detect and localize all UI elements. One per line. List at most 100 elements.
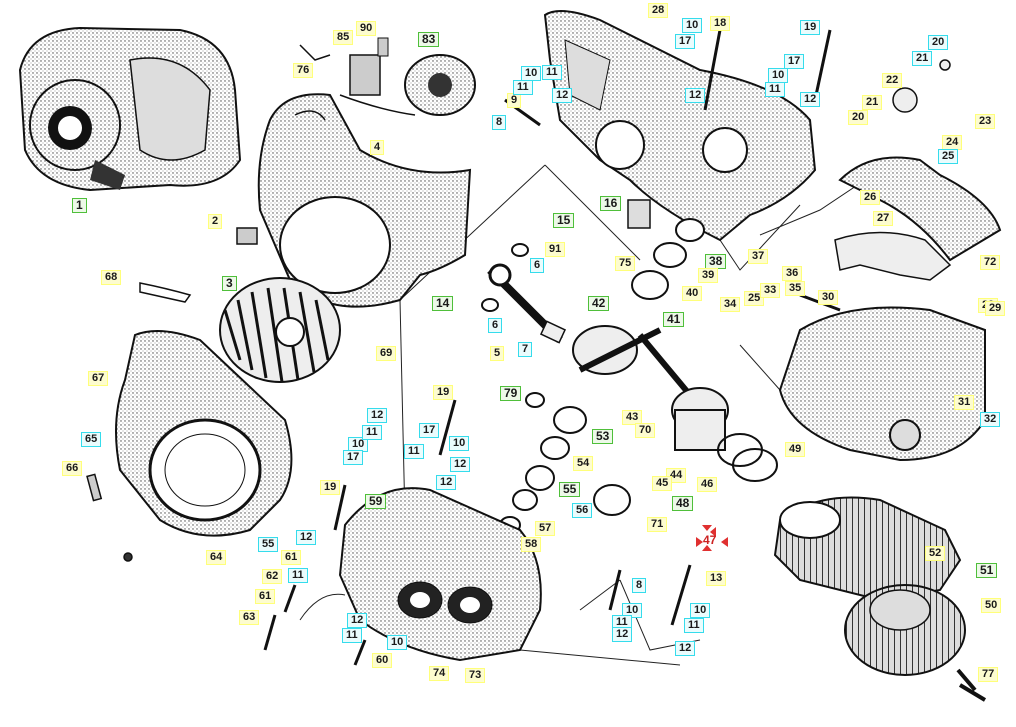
part-label-11: 11 (612, 615, 632, 630)
part-label-12: 12 (367, 408, 388, 423)
part-label-10: 10 (387, 635, 408, 650)
part-label-8: 8 (632, 578, 647, 593)
part-label-16: 16 (600, 196, 622, 211)
part-label-41: 41 (663, 312, 685, 327)
part-label-12: 12 (347, 613, 368, 628)
part-label-39: 39 (698, 268, 719, 283)
upper-crankcase (543, 10, 817, 242)
part-label-24: 24 (942, 135, 963, 150)
cylinder-head (844, 584, 977, 692)
part-label-9: 9 (507, 93, 522, 108)
part-label-22: 22 (882, 73, 903, 88)
ignition-parts (299, 37, 476, 116)
part-label-11: 11 (684, 618, 704, 633)
part-label-62: 62 (262, 569, 283, 584)
part-label-11: 11 (513, 80, 533, 95)
part-label-10: 10 (348, 437, 369, 452)
small-parts (86, 59, 987, 702)
part-label-74: 74 (429, 666, 450, 681)
part-label-11: 11 (765, 82, 785, 97)
part-label-69: 69 (376, 346, 397, 361)
part-label-55: 55 (559, 482, 581, 497)
part-label-45: 45 (652, 476, 673, 491)
part-label-38: 38 (705, 254, 727, 269)
part-label-10: 10 (768, 68, 789, 83)
part-label-75: 75 (615, 256, 636, 271)
part-label-55: 55 (258, 537, 279, 552)
position-marker (696, 525, 728, 551)
part-label-10: 10 (622, 603, 643, 618)
flywheel (219, 277, 341, 383)
cylinder (773, 496, 962, 602)
part-label-19: 19 (320, 480, 341, 495)
part-label-13: 13 (706, 571, 727, 586)
part-label-1: 1 (72, 198, 87, 213)
part-label-6: 6 (530, 258, 545, 273)
part-label-29: 29 (985, 301, 1006, 316)
part-label-19: 19 (800, 20, 821, 35)
part-label-20: 20 (928, 35, 949, 50)
part-label-49: 49 (785, 442, 806, 457)
part-label-12: 12 (296, 530, 317, 545)
part-label-85: 85 (333, 30, 354, 45)
part-label-17: 17 (675, 34, 696, 49)
part-label-53: 53 (592, 429, 614, 444)
part-label-23: 23 (975, 114, 996, 129)
part-label-26: 26 (860, 190, 881, 205)
part-label-32: 32 (980, 412, 1001, 427)
part-label-14: 14 (432, 296, 454, 311)
part-label-60: 60 (372, 653, 393, 668)
assembled-engine-illustration (18, 26, 242, 192)
part-label-43: 43 (622, 410, 643, 425)
part-label-25: 25 (938, 149, 959, 164)
part-label-17: 17 (419, 423, 440, 438)
part-label-58: 58 (521, 537, 542, 552)
part-label-36: 36 (782, 266, 803, 281)
part-label-68: 68 (101, 270, 122, 285)
part-label-7: 7 (518, 342, 533, 357)
part-label-15: 15 (553, 213, 575, 228)
part-label-17: 17 (343, 450, 364, 465)
part-label-79: 79 (500, 386, 522, 401)
part-label-27: 27 (873, 211, 894, 226)
part-label-11: 11 (542, 65, 562, 80)
part-label-70: 70 (635, 423, 656, 438)
fan-shroud-plate (257, 93, 472, 308)
part-label-59: 59 (365, 494, 387, 509)
part-label-61: 61 (281, 550, 302, 565)
part-label-64: 64 (206, 550, 227, 565)
part-label-12: 12 (685, 88, 706, 103)
part-label-12: 12 (800, 92, 821, 107)
part-label-73: 73 (465, 668, 486, 683)
part-label-61: 61 (255, 589, 276, 604)
part-label-21: 21 (862, 95, 883, 110)
part-label-11: 11 (342, 628, 362, 643)
part-label-18: 18 (710, 16, 731, 31)
part-label-30: 30 (818, 290, 839, 305)
part-label-67: 67 (88, 371, 109, 386)
part-label-19: 19 (433, 385, 454, 400)
part-label-72: 72 (980, 255, 1001, 270)
part-label-71: 71 (647, 517, 668, 532)
part-label-42: 42 (588, 296, 610, 311)
part-label-12: 12 (552, 88, 573, 103)
part-label-8: 8 (492, 115, 507, 130)
part-label-3: 3 (222, 276, 237, 291)
bearings-and-seals (481, 218, 705, 534)
part-label-52: 52 (925, 546, 946, 561)
part-label-63: 63 (239, 610, 260, 625)
engine-mount-brackets (834, 156, 1002, 281)
piston-and-rings (671, 387, 778, 482)
part-label-65: 65 (81, 432, 102, 447)
part-label-4: 4 (370, 140, 385, 155)
part-label-28: 28 (648, 3, 669, 18)
part-label-33: 33 (760, 283, 781, 298)
part-label-48: 48 (672, 496, 694, 511)
part-label-66: 66 (62, 461, 83, 476)
part-label-6: 6 (488, 318, 503, 333)
part-label-12: 12 (436, 475, 457, 490)
part-label-12: 12 (612, 627, 633, 642)
part-label-83: 83 (418, 32, 440, 47)
part-label-50: 50 (981, 598, 1002, 613)
